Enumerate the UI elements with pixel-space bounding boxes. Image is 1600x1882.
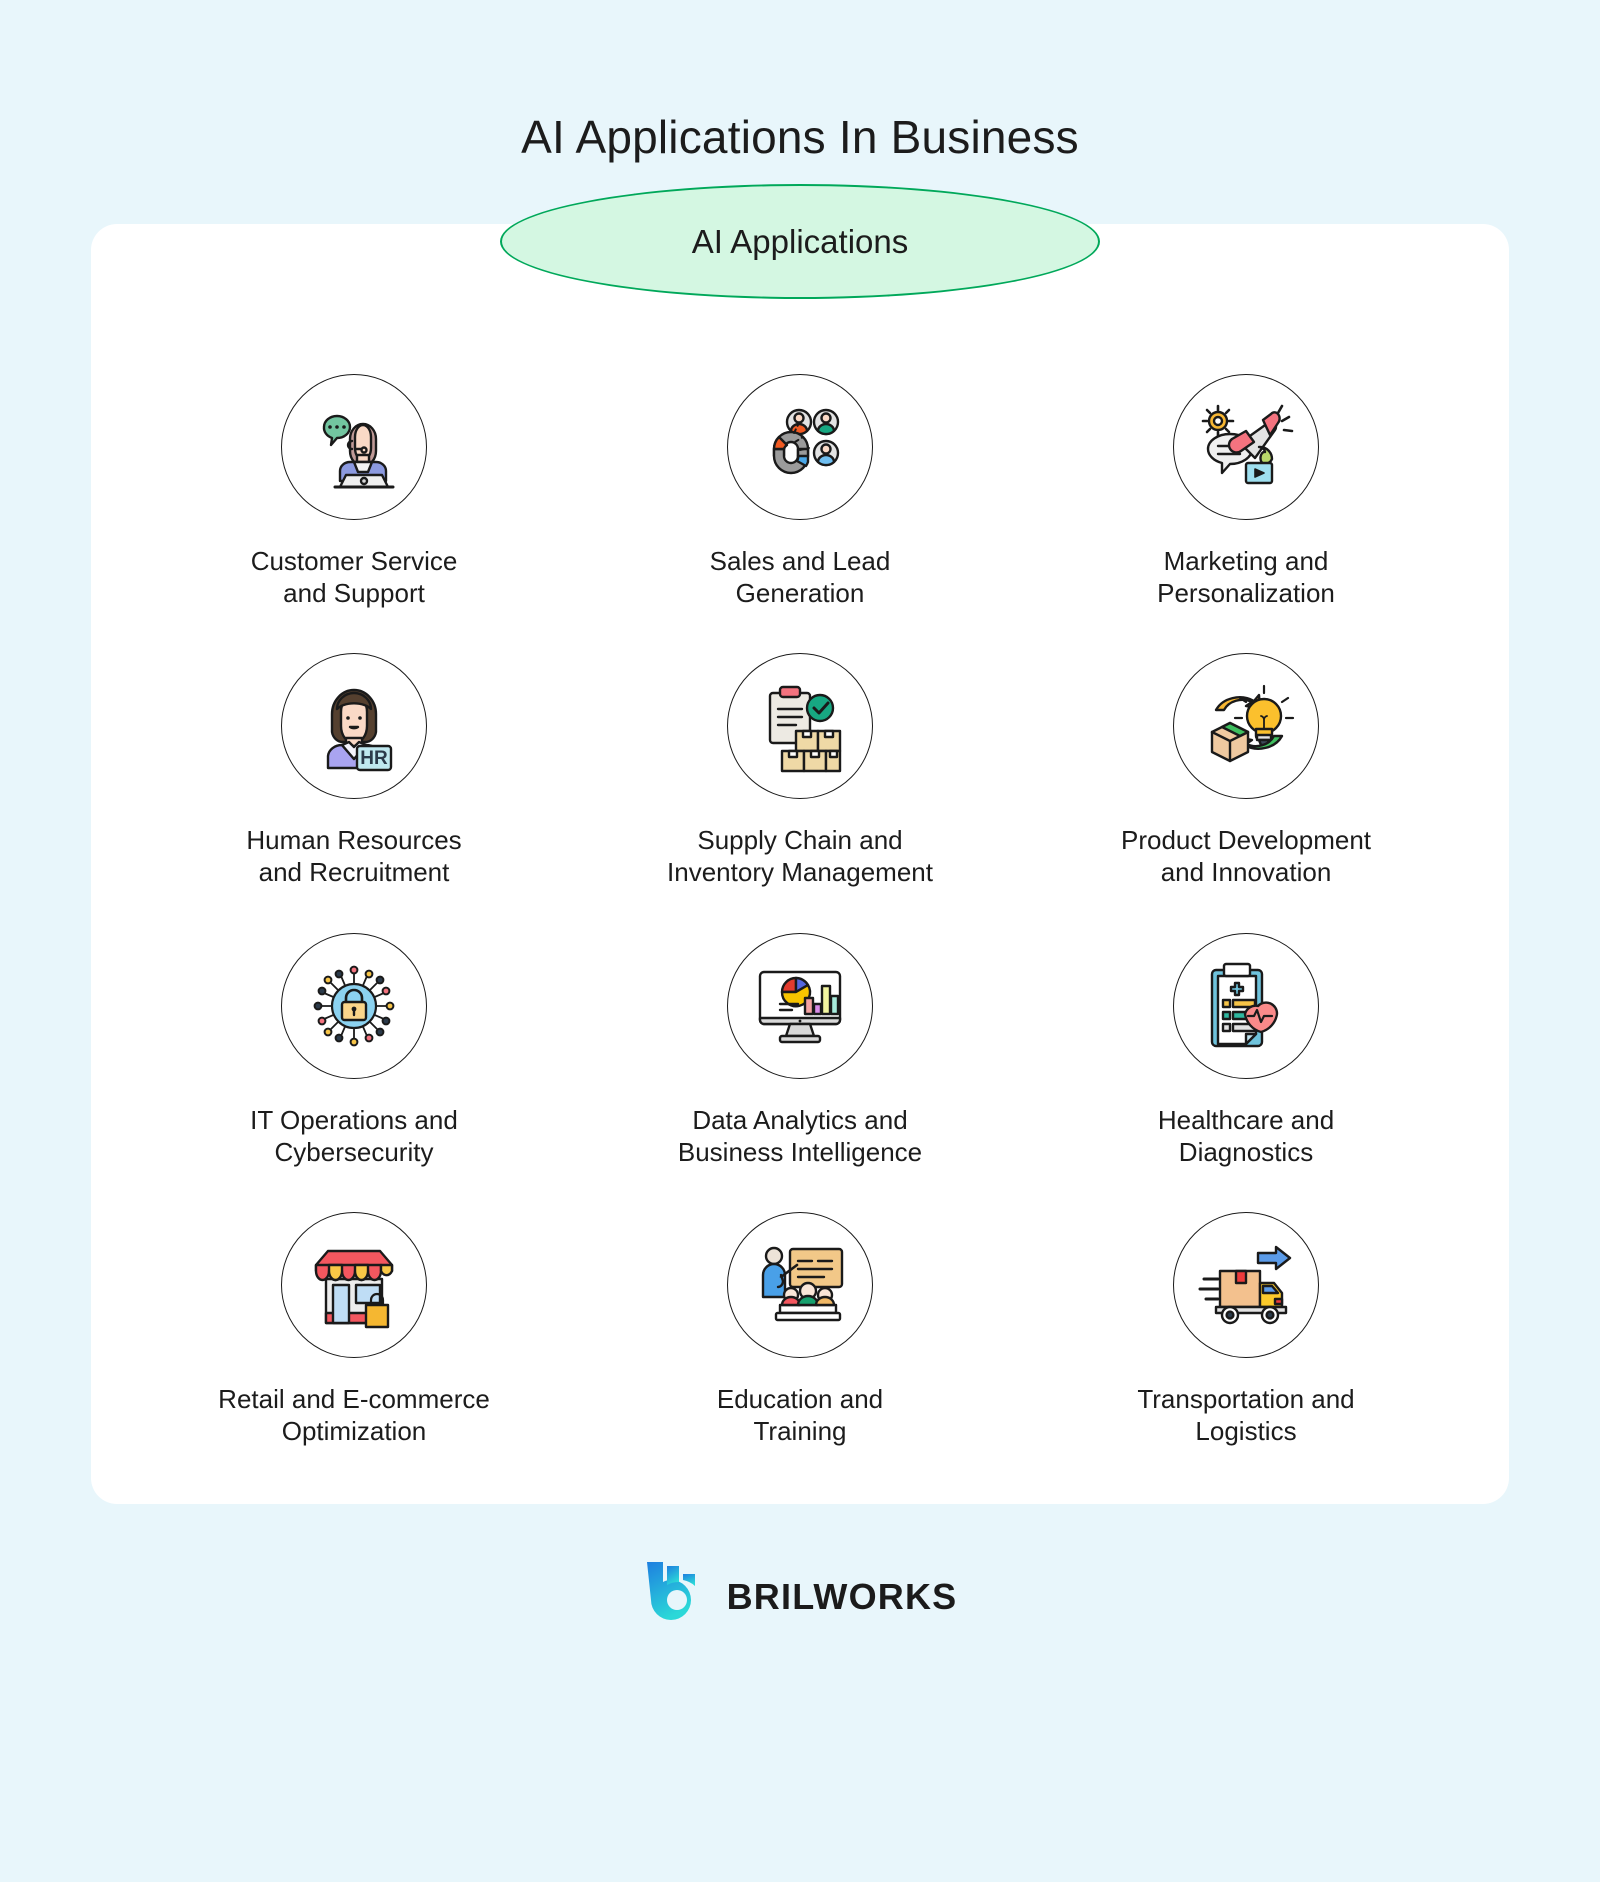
application-item[interactable]: Customer Service and Support	[131, 374, 577, 609]
storefront-shopping-icon	[281, 1212, 427, 1359]
magnet-leads-icon	[727, 374, 873, 520]
applications-grid: Customer Service and Support	[131, 374, 1469, 1448]
application-item[interactable]: Marketing and Personalization	[1023, 374, 1469, 609]
application-label: Retail and E-commerce Optimization	[218, 1384, 490, 1447]
application-item[interactable]: Education and Training	[577, 1212, 1023, 1447]
brilworks-logo-icon	[646, 1561, 695, 1620]
application-label: Human Resources and Recruitment	[246, 825, 462, 888]
svg-text:HR: HR	[360, 748, 388, 769]
application-item[interactable]: HR Human Resources and Recruitment	[131, 653, 577, 888]
application-item[interactable]: Data Analytics and Business Intelligence	[577, 932, 1023, 1168]
application-item[interactable]: Supply Chain and Inventory Management	[577, 653, 1023, 888]
footer-logo: BRILWORKS	[643, 1560, 958, 1634]
application-label: Customer Service and Support	[250, 546, 458, 608]
brand-name: BRILWORKS	[726, 1575, 958, 1617]
application-label: Healthcare and Diagnostics	[1157, 1104, 1335, 1167]
customer-support-agent-icon	[281, 374, 427, 520]
application-item[interactable]: Product Development and Innovation	[1023, 653, 1469, 888]
monitor-charts-analytics-icon	[727, 932, 873, 1079]
application-label: IT Operations and Cybersecurity	[250, 1104, 458, 1167]
page-title: AI Applications In Business	[521, 111, 1079, 163]
application-item[interactable]: Transportation and Logistics	[1023, 1212, 1469, 1447]
application-label: Sales and Lead Generation	[709, 546, 891, 608]
network-padlock-security-icon	[281, 932, 427, 1079]
hub-ellipse: AI Applications	[500, 184, 1100, 299]
classroom-training-icon	[727, 1212, 873, 1359]
application-label: Education and Training	[716, 1384, 884, 1447]
box-lightbulb-innovation-icon	[1173, 653, 1319, 800]
clipboard-boxes-icon	[727, 653, 873, 800]
delivery-truck-logistics-icon	[1173, 1212, 1319, 1359]
application-item[interactable]: IT Operations and Cybersecurity	[131, 932, 577, 1168]
application-item[interactable]: Healthcare and Diagnostics	[1023, 932, 1469, 1168]
application-label: Transportation and Logistics	[1137, 1384, 1355, 1447]
medical-clipboard-heart-icon	[1173, 932, 1319, 1079]
application-label: Product Development and Innovation	[1120, 825, 1372, 888]
megaphone-marketing-icon	[1173, 374, 1319, 520]
application-item[interactable]: Sales and Lead Generation	[577, 374, 1023, 609]
application-label: Data Analytics and Business Intelligence	[677, 1104, 923, 1167]
application-label: Marketing and Personalization	[1157, 546, 1335, 608]
application-label: Supply Chain and Inventory Management	[667, 825, 933, 888]
applications-card: AI Applications	[91, 184, 1509, 1504]
application-item[interactable]: Retail and E-commerce Optimization	[131, 1212, 577, 1447]
hub-label: AI Applications	[691, 222, 909, 260]
hr-person-badge-icon: HR	[281, 653, 427, 800]
